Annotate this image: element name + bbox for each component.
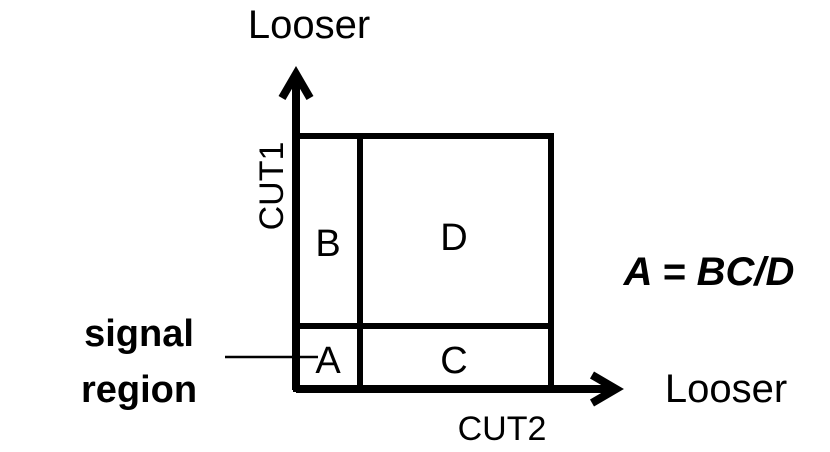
y-axis-arrowhead (278, 66, 314, 101)
y-axis-direction-label: Looser (248, 3, 370, 47)
region-a-label: A (315, 340, 341, 382)
outer-box (293, 133, 554, 392)
region-grid (293, 133, 554, 392)
region-d-label: D (440, 217, 467, 259)
x-axis-direction-label: Looser (665, 367, 787, 411)
cut1-label: CUT1 (253, 142, 291, 231)
region-c-label: C (440, 340, 467, 382)
abcd-formula: A = BC/D (623, 250, 795, 294)
x-axis-arrowhead (589, 371, 624, 407)
cut2-label: CUT2 (458, 410, 547, 448)
region-b-label: B (315, 223, 340, 265)
signal-region-line1: signal (84, 313, 194, 355)
signal-region-line2: region (81, 369, 197, 411)
